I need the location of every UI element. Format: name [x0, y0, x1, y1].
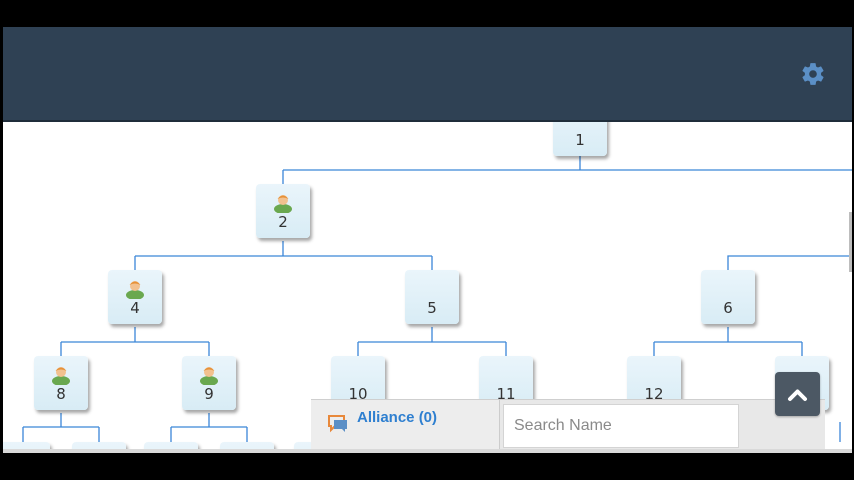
- user-avatar-icon: [200, 367, 218, 385]
- node-number: 4: [130, 299, 140, 317]
- gear-icon[interactable]: [800, 61, 826, 87]
- bottom-toolbar: Alliance (0): [311, 399, 825, 453]
- tree-connectors: [22, 156, 852, 442]
- chevron-up-icon: [788, 389, 807, 401]
- scrollbar-handle[interactable]: [849, 212, 852, 272]
- node-number: 6: [723, 299, 733, 317]
- tree-node-partial[interactable]: [220, 442, 274, 453]
- tree-node-partial[interactable]: [72, 442, 126, 453]
- node-number: 5: [427, 299, 437, 317]
- node-number: 11: [496, 385, 516, 403]
- tree-node-partial[interactable]: [144, 442, 198, 453]
- node-number: 1: [575, 131, 585, 149]
- tree-node-partial[interactable]: [3, 442, 50, 453]
- app-frame: 1 2 4 5 6: [3, 27, 852, 453]
- node-number: 10: [348, 385, 368, 403]
- tree-node-2[interactable]: 2: [256, 184, 310, 238]
- tree-node-4[interactable]: 4: [108, 270, 162, 324]
- user-avatar-icon: [126, 281, 144, 299]
- alliance-tab[interactable]: Alliance (0): [311, 400, 500, 453]
- scroll-top-button[interactable]: [775, 372, 820, 416]
- user-avatar-icon: [274, 195, 292, 213]
- tree-node-1[interactable]: 1: [553, 122, 607, 156]
- tree-node-5[interactable]: 5: [405, 270, 459, 324]
- node-number: 2: [278, 213, 288, 231]
- node-number: 12: [644, 385, 664, 403]
- tree-node-8[interactable]: 8: [34, 356, 88, 410]
- search-name-input[interactable]: [503, 404, 739, 448]
- top-header: [3, 27, 852, 122]
- bottom-scrollbar: [3, 449, 852, 453]
- node-number: 8: [56, 385, 66, 403]
- chat-bubble-icon: [328, 415, 347, 433]
- user-avatar-icon: [52, 367, 70, 385]
- node-number: 9: [204, 385, 214, 403]
- alliance-label: Alliance (0): [357, 409, 438, 426]
- tree-node-6[interactable]: 6: [701, 270, 755, 324]
- tree-node-9[interactable]: 9: [182, 356, 236, 410]
